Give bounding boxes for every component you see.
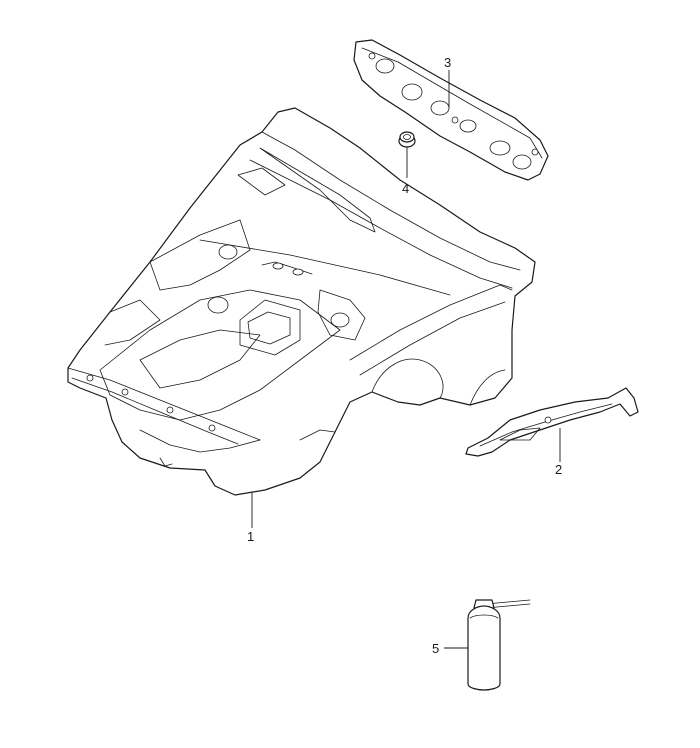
part-2-side-member-panel[interactable] [465,387,639,457]
callout-label-3[interactable]: 3 [444,55,451,70]
callout-label-1[interactable]: 1 [247,529,254,544]
part-5-spray-can[interactable] [467,599,531,691]
part-1-front-end-structure[interactable] [67,107,536,496]
part-4-grommet[interactable] [398,131,416,148]
callout-label-4[interactable]: 4 [402,181,409,196]
callout-label-5[interactable]: 5 [432,641,439,656]
callout-label-2[interactable]: 2 [555,462,562,477]
